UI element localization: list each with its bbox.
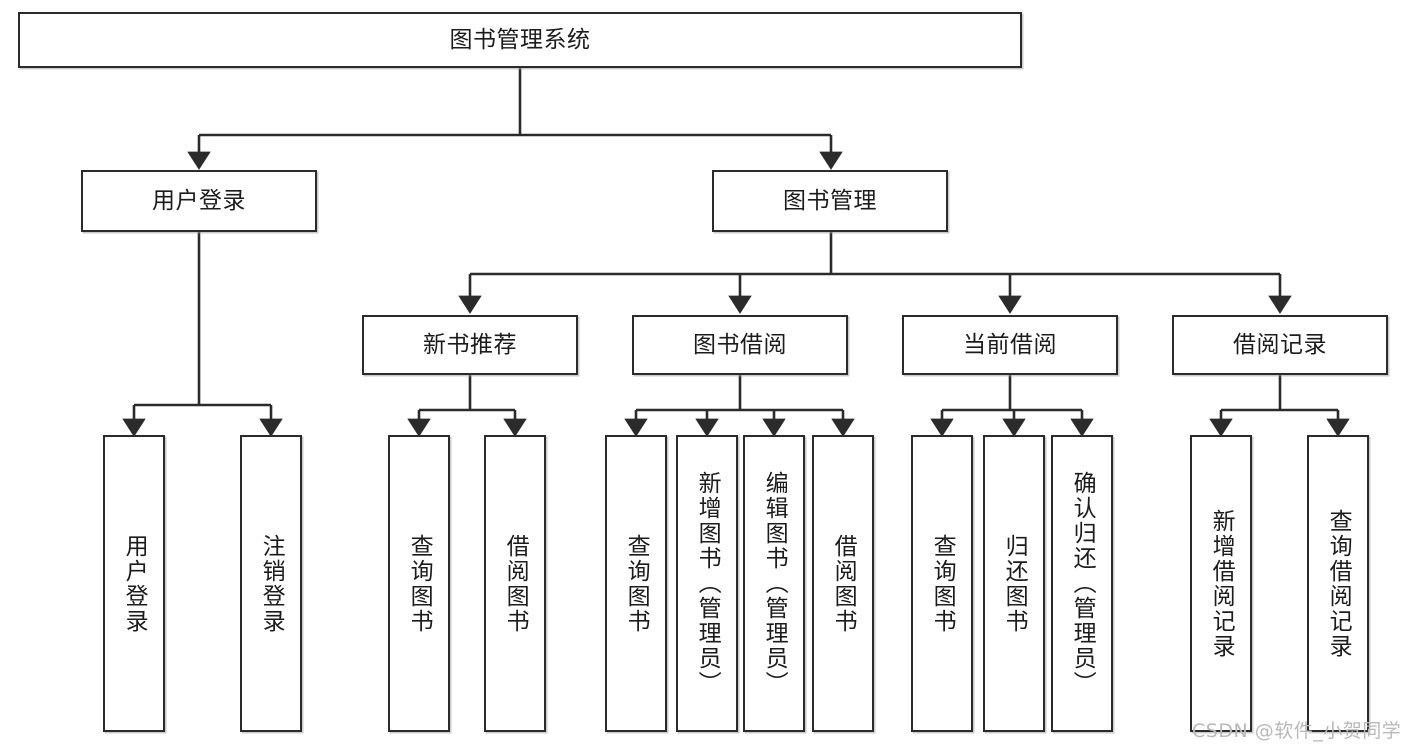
leaf-add-book-admin-label: 新增图书（管理员） (694, 471, 721, 696)
leaf-query-book-recommend[interactable]: 查询图书 (388, 435, 450, 732)
node-user-login[interactable]: 用户登录 (81, 170, 317, 232)
leaf-user-login[interactable]: 用户登录 (103, 435, 165, 732)
edge-bookmgmt-to-level3 (458, 232, 1292, 314)
leaf-query-book-borrow[interactable]: 查询图书 (605, 435, 667, 732)
node-user-login-label: 用户登录 (152, 187, 246, 214)
leaf-return-book-label: 归还图书 (1001, 533, 1028, 634)
leaf-add-book-admin[interactable]: 新增图书（管理员） (676, 435, 738, 732)
leaf-query-borrow-record-label: 查询借阅记录 (1325, 508, 1352, 659)
node-book-borrow-label: 图书借阅 (693, 331, 787, 358)
edge-borrow-to-leaves (624, 375, 855, 437)
leaf-confirm-return-admin[interactable]: 确认归还（管理员） (1051, 435, 1113, 732)
leaf-confirm-return-admin-label: 确认归还（管理员） (1069, 471, 1096, 696)
leaf-query-book-borrow-label: 查询图书 (623, 533, 650, 634)
leaf-logout[interactable]: 注销登录 (240, 435, 302, 732)
node-current-borrow[interactable]: 当前借阅 (902, 315, 1118, 375)
leaf-borrow-book[interactable]: 借阅图书 (812, 435, 874, 732)
leaf-user-login-label: 用户登录 (121, 533, 148, 634)
leaf-query-book-current[interactable]: 查询图书 (911, 435, 973, 732)
leaf-borrow-book-recommend-label: 借阅图书 (502, 533, 529, 634)
node-new-book-recommend-label: 新书推荐 (423, 331, 517, 358)
node-book-management[interactable]: 图书管理 (712, 170, 948, 232)
leaf-add-borrow-record[interactable]: 新增借阅记录 (1190, 435, 1252, 732)
node-current-borrow-label: 当前借阅 (963, 331, 1057, 358)
node-borrow-records-label: 借阅记录 (1233, 331, 1327, 358)
leaf-add-borrow-record-label: 新增借阅记录 (1208, 508, 1235, 659)
node-book-borrow[interactable]: 图书借阅 (632, 315, 848, 375)
edge-current-to-leaves (930, 375, 1094, 437)
edge-newbook-to-leaves (407, 375, 527, 437)
leaf-return-book[interactable]: 归还图书 (983, 435, 1045, 732)
node-root-system[interactable]: 图书管理系统 (18, 12, 1022, 68)
node-borrow-records[interactable]: 借阅记录 (1172, 315, 1388, 375)
leaf-borrow-book-label: 借阅图书 (830, 533, 857, 634)
node-book-management-label: 图书管理 (783, 187, 877, 214)
node-root-system-label: 图书管理系统 (449, 26, 591, 53)
leaf-borrow-book-recommend[interactable]: 借阅图书 (484, 435, 546, 732)
node-new-book-recommend[interactable]: 新书推荐 (362, 315, 578, 375)
leaf-logout-label: 注销登录 (258, 533, 285, 634)
edge-root-to-level2 (187, 68, 843, 170)
leaf-edit-book-admin[interactable]: 编辑图书（管理员） (743, 435, 805, 732)
leaf-query-book-recommend-label: 查询图书 (406, 533, 433, 634)
leaf-query-borrow-record[interactable]: 查询借阅记录 (1307, 435, 1369, 732)
leaf-edit-book-admin-label: 编辑图书（管理员） (761, 471, 788, 696)
edge-userlogin-to-leaves (122, 232, 283, 437)
edge-records-to-leaves (1209, 375, 1350, 437)
leaf-query-book-current-label: 查询图书 (929, 533, 956, 634)
